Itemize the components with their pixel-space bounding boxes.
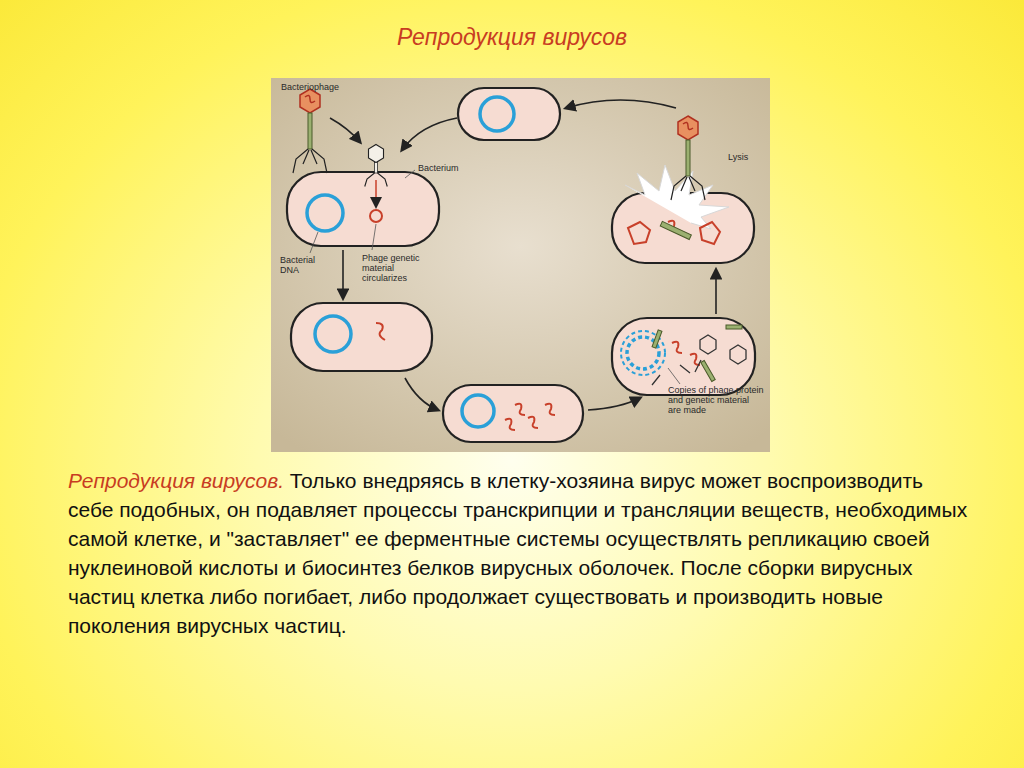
lead-in: Репродукция вирусов.	[68, 469, 284, 492]
copies-label: Copies of phage protein and genetic mate…	[668, 385, 764, 415]
description-paragraph: Репродукция вирусов. Только внедряясь в …	[68, 466, 968, 640]
bacterium-label: Bacterium	[418, 163, 478, 173]
dna-label: Bacterial DNA	[280, 255, 320, 275]
phage-label: Bacteriophage	[281, 82, 361, 92]
body-text: Только внедряясь в клетку-хозяина вирус …	[68, 469, 967, 637]
slide-title: Репродукция вирусов	[0, 24, 1024, 51]
lysis-label: Lysis	[728, 152, 764, 162]
phage-material-label: Phage genetic material circularizes	[362, 253, 424, 283]
